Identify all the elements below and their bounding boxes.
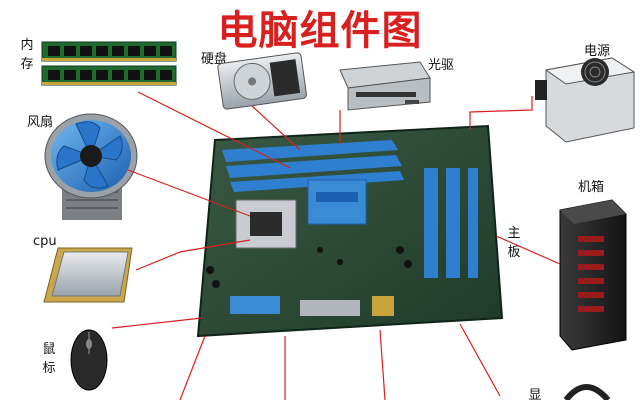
mouse (70, 329, 108, 391)
cpu-chip (43, 247, 133, 303)
label-motherboard: 主板 (507, 226, 521, 260)
leader-memory (137, 91, 291, 169)
leader-cpu (135, 239, 251, 271)
hard-disk (217, 52, 307, 110)
leader-bottom-1 (179, 335, 206, 400)
label-display-partial: 显 (528, 388, 542, 403)
label-mouse: 鼠标 (42, 342, 56, 376)
leader-case (495, 235, 561, 265)
label-fan: 风扇 (27, 115, 54, 130)
leader-bottom-4 (459, 323, 501, 397)
motherboard (196, 124, 504, 338)
label-optical-drive: 光驱 (428, 58, 455, 73)
computer-case (559, 199, 627, 351)
leader-bottom-3 (379, 329, 386, 400)
label-memory: 内存 (20, 38, 34, 72)
leader-harddisk (251, 105, 301, 151)
label-cpu: cpu (33, 234, 57, 249)
leader-psu (469, 96, 533, 130)
cpu-fan (44, 113, 138, 220)
leader-lines (111, 91, 561, 400)
diagram-title: 电脑组件图 (217, 7, 423, 54)
label-power-supply: 电源 (584, 44, 611, 59)
power-supply (535, 57, 636, 143)
leader-fan (127, 169, 251, 217)
label-case: 机箱 (578, 180, 605, 195)
optical-drive (339, 61, 431, 111)
leader-mouse (111, 317, 203, 329)
headphone-partial (563, 384, 611, 400)
memory-module (41, 41, 177, 86)
